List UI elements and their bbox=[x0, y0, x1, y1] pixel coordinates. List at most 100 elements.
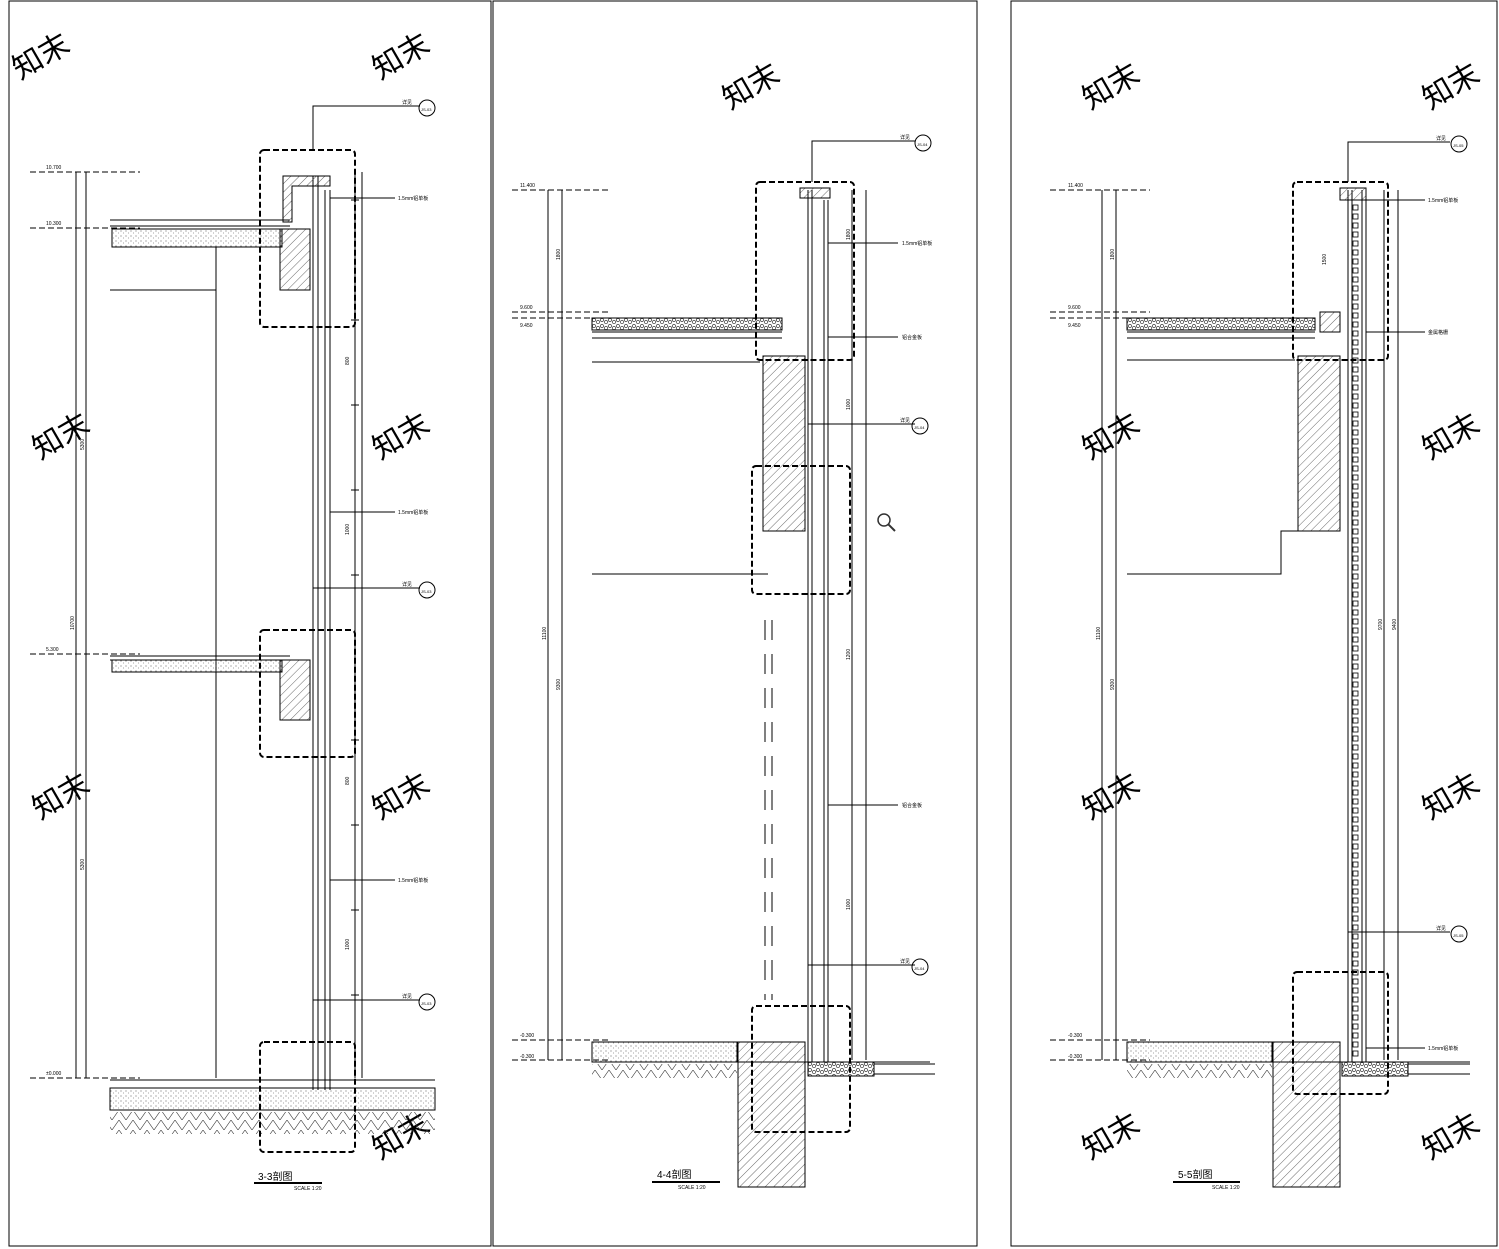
grille-slat bbox=[1352, 447, 1359, 454]
grille-slat bbox=[1352, 645, 1359, 652]
dim-label: 1000 bbox=[846, 899, 852, 910]
grille-slat bbox=[1352, 888, 1359, 895]
svg-text:知末: 知末 bbox=[367, 407, 435, 466]
callout-marker: JS-03 JS-03 JS-03 bbox=[418, 99, 436, 1011]
svg-text:JS-03: JS-03 bbox=[421, 107, 432, 112]
grille-slat bbox=[1352, 681, 1359, 688]
grille-slat bbox=[1352, 591, 1359, 598]
section-title: 3-3剖图 bbox=[258, 1170, 292, 1183]
callout-label: 详见 bbox=[1436, 925, 1446, 932]
grille-slat bbox=[1352, 825, 1359, 832]
dim-label: 9700 bbox=[1378, 619, 1384, 630]
grille-slat bbox=[1352, 915, 1359, 922]
grille-slat bbox=[1352, 969, 1359, 976]
grille-slat bbox=[1352, 330, 1359, 337]
grille-slat bbox=[1352, 699, 1359, 706]
grille-slat bbox=[1352, 1050, 1359, 1057]
level-label: 10.700 bbox=[46, 165, 62, 171]
grille-slat bbox=[1352, 798, 1359, 805]
magnifier-icon[interactable] bbox=[877, 513, 896, 532]
level-label: 5.300 bbox=[46, 647, 59, 653]
grille-slat bbox=[1352, 456, 1359, 463]
level-label: 9.450 bbox=[1068, 323, 1081, 329]
grille-slat bbox=[1352, 636, 1359, 643]
section-title: 5-5剖图 bbox=[1178, 1168, 1212, 1181]
dim-label: 800 bbox=[345, 356, 351, 365]
dim-label: 10700 bbox=[70, 616, 76, 630]
svg-text:知末: 知末 bbox=[1077, 1107, 1145, 1166]
frame-section-4 bbox=[492, 0, 978, 1247]
grille-slat bbox=[1352, 411, 1359, 418]
grille-slat bbox=[1352, 906, 1359, 913]
grille-slat bbox=[1352, 384, 1359, 391]
dim-label: 1000 bbox=[345, 524, 351, 535]
svg-text:JS-04: JS-04 bbox=[914, 425, 925, 430]
grille-slat bbox=[1352, 789, 1359, 796]
level-label: 11.400 bbox=[520, 183, 535, 189]
grille-slat bbox=[1352, 816, 1359, 823]
grille-slat bbox=[1352, 924, 1359, 931]
grille-slat bbox=[1352, 537, 1359, 544]
grille-slat bbox=[1352, 1005, 1359, 1012]
callout-label: 详见 bbox=[900, 417, 910, 424]
callout-marker: JS-05 JS-05 bbox=[1450, 135, 1468, 943]
grille-slat bbox=[1352, 744, 1359, 751]
level-label: ±0.000 bbox=[46, 1071, 61, 1077]
grille-slat bbox=[1352, 339, 1359, 346]
grille-slat bbox=[1352, 492, 1359, 499]
grille-slat bbox=[1352, 483, 1359, 490]
svg-text:知末: 知末 bbox=[1417, 57, 1485, 116]
svg-text:JS-04: JS-04 bbox=[917, 142, 928, 147]
grille-slat bbox=[1352, 753, 1359, 760]
grille-slat bbox=[1352, 429, 1359, 436]
note-label: 1.5mm铝单板 bbox=[398, 877, 428, 884]
grille-slat bbox=[1352, 609, 1359, 616]
grille-slat bbox=[1352, 879, 1359, 886]
level-label: 9.600 bbox=[520, 305, 533, 311]
callout-label: 详见 bbox=[402, 993, 412, 1000]
grille-slat bbox=[1352, 690, 1359, 697]
grille-slat bbox=[1352, 564, 1359, 571]
section-scale: SCALE 1:20 bbox=[678, 1185, 706, 1191]
section-scale: SCALE 1:20 bbox=[1212, 1185, 1240, 1191]
svg-text:知末: 知末 bbox=[367, 27, 435, 86]
grille-slats bbox=[1352, 204, 1359, 1057]
note-label: 铝合金板 bbox=[902, 802, 922, 809]
grille-slat bbox=[1352, 501, 1359, 508]
level-label: -0.300 bbox=[520, 1054, 534, 1060]
svg-text:知末: 知末 bbox=[7, 27, 75, 86]
svg-text:知末: 知末 bbox=[367, 767, 435, 826]
grille-slat bbox=[1352, 1023, 1359, 1030]
grille-slat bbox=[1352, 807, 1359, 814]
svg-text:知末: 知末 bbox=[1077, 57, 1145, 116]
dim-label: 9300 bbox=[1110, 679, 1116, 690]
grille-slat bbox=[1352, 294, 1359, 301]
svg-text:知末: 知末 bbox=[27, 407, 95, 466]
grille-slat bbox=[1352, 204, 1359, 211]
section-scale: SCALE 1:20 bbox=[294, 1186, 322, 1192]
svg-text:JS-03: JS-03 bbox=[421, 1001, 432, 1006]
level-label: 11.400 bbox=[1068, 183, 1083, 189]
grille-slat bbox=[1352, 285, 1359, 292]
section-title: 4-4剖图 bbox=[657, 1168, 691, 1181]
grille-slat bbox=[1352, 348, 1359, 355]
grille-slat bbox=[1352, 654, 1359, 661]
grille-slat bbox=[1352, 546, 1359, 553]
grille-slat bbox=[1352, 600, 1359, 607]
callout-label: 详见 bbox=[402, 581, 412, 588]
dim-label: 11100 bbox=[542, 627, 548, 640]
dim-label: 800 bbox=[345, 776, 351, 785]
grille-slat bbox=[1352, 231, 1359, 238]
level-label: 10.300 bbox=[46, 221, 62, 227]
grille-slat bbox=[1352, 303, 1359, 310]
frame-section-3 bbox=[8, 0, 492, 1247]
grille-slat bbox=[1352, 933, 1359, 940]
dim-label: 1800 bbox=[556, 249, 562, 260]
level-label: 9.450 bbox=[520, 323, 533, 329]
svg-text:知末: 知末 bbox=[1077, 407, 1145, 466]
grille-slat bbox=[1352, 978, 1359, 985]
grille-slat bbox=[1352, 771, 1359, 778]
grille-slat bbox=[1352, 852, 1359, 859]
note-label: 1.5mm铝单板 bbox=[398, 195, 428, 202]
